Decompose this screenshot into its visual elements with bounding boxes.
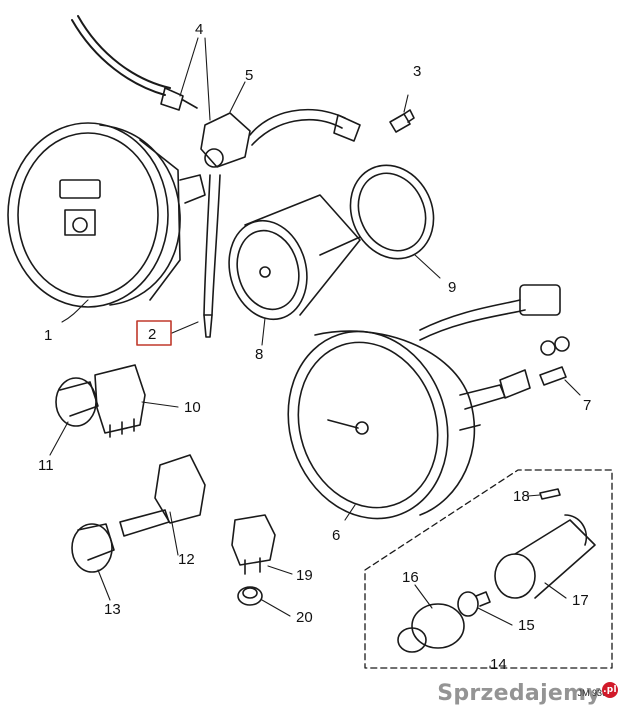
callout-16: 16 (402, 569, 419, 586)
watermark-text: Sprzedajemy (437, 681, 601, 706)
switch-part-10 (94, 364, 146, 438)
callout-10: 10 (184, 399, 201, 416)
bezel-ring-part-9 (349, 164, 435, 260)
tachometer-part-6 (287, 330, 506, 520)
callout-17: 17 (572, 592, 589, 609)
speedometer-part-1 (7, 122, 206, 308)
drawing-code: JM 9366 (577, 688, 612, 698)
callout-6: 6 (332, 527, 340, 544)
callout-5: 5 (245, 67, 253, 84)
callout-2-highlight (136, 320, 172, 346)
callout-8: 8 (255, 346, 263, 363)
knob-part-13 (71, 523, 115, 573)
callout-13: 13 (104, 601, 121, 618)
knob-part-11 (55, 377, 99, 427)
sender-part-19 (231, 514, 276, 575)
speedo-cable (71, 15, 198, 111)
group-box-part-14 (364, 469, 613, 669)
cable-adapter-part-5 (200, 108, 361, 338)
callout-3: 3 (413, 63, 421, 80)
callout-20: 20 (296, 609, 313, 626)
bulb-part-15 (457, 591, 491, 617)
bulb-part-3 (389, 109, 415, 133)
callout-labels: 1 2 3 4 5 6 7 8 9 10 11 12 13 14 15 16 1… (38, 21, 591, 673)
watermark: Sprzedajemy.pl (437, 681, 618, 706)
screw-part-18 (539, 488, 561, 500)
callout-9: 9 (448, 279, 456, 296)
callout-1: 1 (44, 327, 52, 344)
gauge-part-8 (228, 194, 361, 321)
leader-lines (49, 37, 581, 669)
callout-18: 18 (513, 488, 530, 505)
callout-11: 11 (38, 457, 54, 474)
callout-2: 2 (148, 326, 156, 343)
callout-15: 15 (518, 617, 535, 634)
callout-4: 4 (195, 21, 203, 38)
callout-12: 12 (178, 551, 195, 568)
rheostat-part-12 (119, 454, 206, 537)
wiring-and-holder-part-7 (419, 284, 570, 399)
watermark-dot: .pl (602, 681, 618, 698)
lens-part-16 (397, 603, 465, 653)
callout-7: 7 (583, 397, 591, 414)
grommet-part-20 (237, 586, 263, 606)
callout-14: 14 (490, 656, 507, 673)
callout-19: 19 (296, 567, 313, 584)
lamp-housing-part-17 (494, 514, 596, 599)
